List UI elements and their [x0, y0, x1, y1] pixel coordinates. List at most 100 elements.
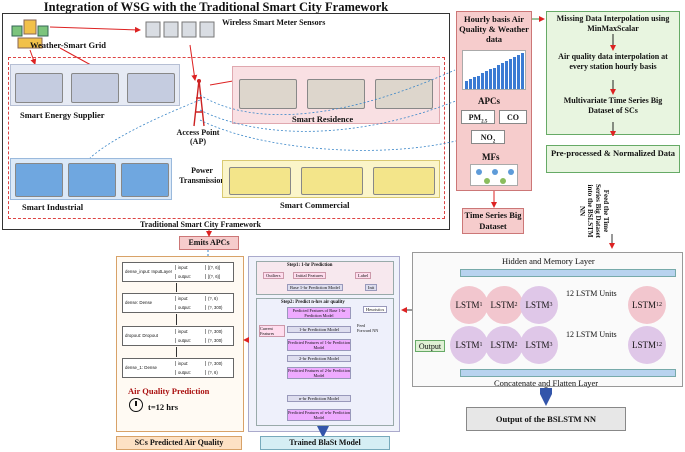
blast-pfn: Predicted Features of n-hr Prediction Mo…	[287, 409, 351, 421]
lstm-text: LSTM	[525, 300, 550, 310]
city-framework-frame	[2, 13, 450, 230]
residence-house-2	[307, 79, 365, 109]
commercial-building-2	[301, 167, 363, 195]
hours-label: t=12 hrs	[148, 402, 179, 412]
framework-caption: Traditional Smart City Framework	[140, 220, 261, 229]
lstm-sub: 1	[479, 302, 483, 308]
units-label-1: 12 LSTM Units	[566, 289, 617, 298]
industrial-building-3	[121, 163, 169, 197]
diagram-title: Integration of WSG with the Traditional …	[43, 0, 389, 14]
industrial-group	[10, 158, 172, 200]
dense-in-lbl: input:	[175, 329, 188, 334]
clock-icon	[129, 398, 143, 412]
dense-layer-name: dense_input: InputLayer	[125, 269, 173, 274]
mfs-label: MFs	[482, 152, 500, 162]
no2-chip: NO2	[471, 130, 505, 145]
lstm-text: LSTM	[455, 340, 480, 350]
dense-out-lbl: output:	[175, 338, 191, 343]
dense-out-val: (?, 300)	[205, 305, 222, 310]
blast-step1-label: Step1: 1-hr Prediction	[287, 263, 333, 268]
energy-building-1	[15, 73, 63, 103]
concat-label: Concatenate and Flatten Layer	[494, 378, 599, 388]
blast-initial-features: Initial Features	[293, 272, 327, 279]
preprocess-step2: Air quality data interpolation at every …	[558, 52, 668, 71]
meter-sensors-icon	[145, 17, 217, 39]
dense-out-val: (?, 6)	[205, 370, 218, 375]
dense-layer-name: dense: Dense	[125, 300, 153, 305]
preprocess-step3: Multivariate Time Series Big Dataset of …	[563, 96, 663, 115]
pm-chip: PM2.5	[461, 110, 495, 125]
lstm-sub: 3	[549, 302, 553, 308]
blast-pf3: Predicted Features of 2-hr Prediction Mo…	[287, 367, 351, 379]
concat-layer-bar	[460, 369, 676, 377]
dense-layer-name: dropout: Dropout	[125, 333, 158, 338]
weather-grid-icon	[10, 18, 50, 50]
nn-output-arrow	[540, 387, 552, 406]
lstm-text: LSTM	[631, 340, 656, 350]
dense-out-lbl: output:	[175, 370, 191, 375]
industrial-building-2	[68, 163, 116, 197]
grid-arrows	[29, 26, 251, 86]
no2-sub: 2	[492, 139, 496, 145]
mfs-icons	[470, 164, 518, 186]
lstm-sub: 2	[514, 302, 518, 308]
preprocess-box	[546, 11, 680, 135]
blast-mn: n-hr Prediction Model	[287, 395, 351, 402]
energy-building-3	[127, 73, 175, 103]
dense-in-val: (?, 6)	[205, 296, 218, 301]
energy-building-2	[71, 73, 119, 103]
clock-hand	[135, 401, 137, 406]
blast-pf1: Predicted Features of Base 1-hr Predicti…	[287, 307, 351, 319]
blast-label-chip: Label	[355, 272, 372, 279]
output-chip: Output	[415, 340, 445, 352]
city-inner-dashed	[8, 57, 445, 219]
blast-init-chip: Init	[365, 284, 378, 291]
histogram-bars	[465, 53, 524, 89]
co-chip: CO	[499, 110, 527, 124]
commercial-building-3	[373, 167, 435, 195]
dense-in-val: [(?, 6)]	[205, 265, 220, 270]
pm-text: PM	[468, 113, 482, 122]
commercial-building-1	[229, 167, 291, 195]
trained-model-box: Trained BlaSt Model	[260, 436, 390, 450]
residence-group	[232, 66, 440, 124]
dense-in-val: (?, 300)	[205, 329, 222, 334]
blast-current-features: Current Features	[259, 325, 285, 337]
energy-supplier-label: Smart Energy Supplier	[20, 110, 105, 120]
dense-connector-arrow	[176, 314, 177, 325]
blast-base-model: Base 1-hr Prediction Model	[287, 284, 343, 291]
blast-pf2: Predicted Features of 1-hr Prediction Mo…	[287, 339, 351, 351]
meter-sensors-label: Wireless Smart Meter Sensors	[222, 18, 326, 27]
hourly-histogram	[462, 50, 526, 90]
dense-connector-arrow	[176, 347, 177, 357]
power-transmission-label: Power Transmission	[179, 166, 225, 185]
blast-outliers-chip: Outliers	[263, 272, 284, 279]
network-links	[89, 69, 461, 237]
lstm-text: LSTM	[490, 300, 515, 310]
units-label-2: 12 LSTM Units	[566, 330, 617, 339]
dense-in-lbl: input:	[175, 361, 188, 366]
commercial-label: Smart Commercial	[280, 200, 350, 210]
dense-connector-arrow	[176, 283, 177, 292]
lstm-text: LSTM	[631, 300, 656, 310]
dense-out-lbl: output:	[175, 305, 191, 310]
panel-down-arrow	[491, 191, 497, 208]
dense-in-lbl: input:	[175, 296, 188, 301]
residence-house-3	[375, 79, 433, 109]
hourly-data-label: Hourly basis Air Quality & Weather data	[459, 14, 529, 44]
lstm-sub: 2	[514, 342, 518, 348]
blast-m2: 2-hr Prediction Model	[287, 355, 351, 362]
no2-text: NO	[480, 133, 493, 142]
dense-out-lbl: output:	[175, 274, 191, 279]
weather-grid-label: Weather-Smart Grid	[30, 40, 106, 50]
access-point-tower-icon	[192, 78, 206, 128]
preprocess-step1: Missing Data Interpolation using MinMaxS…	[556, 14, 670, 33]
